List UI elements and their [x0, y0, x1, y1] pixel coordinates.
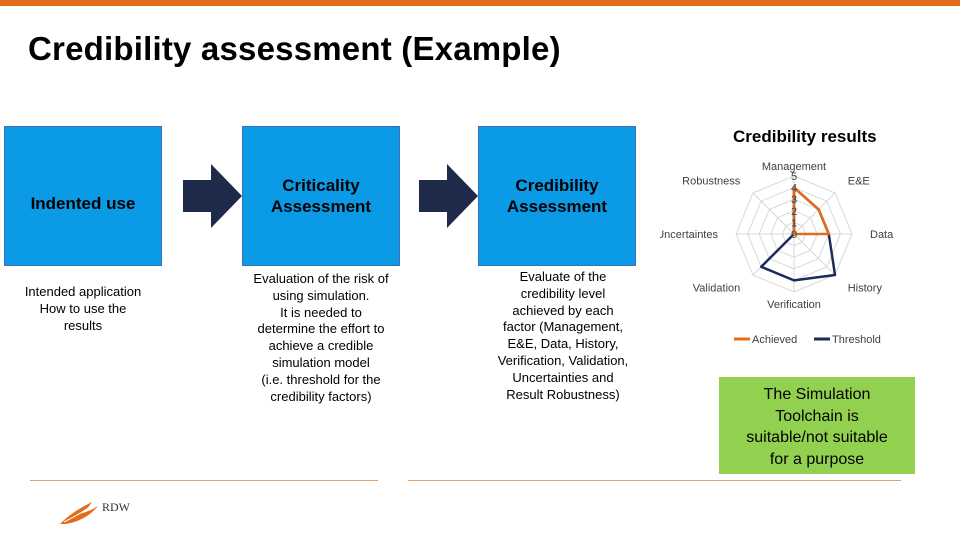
description-line: achieve a credible: [268, 338, 374, 354]
description-line: Evaluation of the risk of: [253, 271, 389, 286]
legend-label: Threshold: [832, 334, 881, 346]
credibility-description: Evaluate of the credibility level achiev…: [478, 269, 648, 403]
conclusion-line: The Simulation: [763, 386, 871, 403]
radar-axis-label: Uncertaintes: [660, 229, 718, 241]
radar-tick-label: 1: [791, 217, 797, 229]
right-arrow-icon: [183, 164, 242, 228]
description-line: credibility level: [520, 285, 606, 301]
radar-spoke: [752, 192, 795, 235]
accent-bar: [0, 0, 960, 6]
description-line: simulation model: [272, 354, 370, 370]
radar-spoke: [793, 233, 836, 276]
description-line: factor (Management,: [503, 319, 623, 335]
description-line: using simulation.: [272, 287, 370, 303]
right-arrow-icon: [419, 164, 478, 228]
radar-title: Credibility results: [733, 127, 877, 146]
description-line: Verification, Validation,: [497, 352, 629, 368]
radar-axis-label: Robustness: [682, 175, 741, 187]
conclusion-box: The Simulation Toolchain is suitable/not…: [719, 377, 915, 474]
conclusion-line: for a purpose: [769, 450, 865, 468]
radar-tick-label: 4: [791, 183, 797, 195]
description-line: credibility factors): [270, 388, 372, 404]
radar-axis-label: Management: [762, 161, 826, 173]
footer-divider: [30, 480, 378, 481]
legend-label: Achieved: [752, 334, 797, 346]
description-line: E&E, Data, History,: [507, 336, 619, 352]
page-title: Credibility assessment (Example): [28, 30, 561, 67]
description-line: achieved by each: [512, 302, 614, 318]
radar-axis-label: E&E: [848, 175, 870, 187]
intended-use-box: Indented use: [4, 126, 162, 266]
description-line: Intended application: [24, 284, 142, 299]
radar-axis-label: History: [848, 283, 883, 295]
radar-axis-label: Validation: [693, 283, 741, 295]
description-line: How to use the: [39, 300, 127, 316]
credibility-assessment-box: Credibility Assessment: [478, 126, 636, 266]
box-label: Indented use: [30, 193, 136, 213]
radar-tick-label: 0: [791, 229, 797, 241]
radar-axis-label: Data: [870, 229, 894, 241]
footer-divider: [408, 480, 901, 481]
description-line: determine the effort to: [257, 321, 385, 337]
radar-legend: Achieved Threshold: [734, 334, 881, 346]
logo-text: RDW: [102, 500, 130, 514]
box-label-line: Criticality: [282, 176, 360, 195]
box-label-line: Credibility: [515, 176, 599, 195]
radar-tick-label: 5: [791, 171, 797, 183]
conclusion-line: Toolchain is: [775, 407, 859, 425]
rdw-logo-icon: [60, 502, 98, 524]
radar-series: [759, 186, 837, 282]
description-line: Evaluate of the: [519, 269, 607, 284]
radar-tick-label: 2: [791, 206, 797, 218]
conclusion-line: suitable/not suitable: [746, 429, 888, 446]
box-label-line: Assessment: [506, 197, 608, 216]
radar-spoke: [793, 192, 836, 235]
radar-tick-label: 3: [791, 194, 797, 206]
radar-series-achieved: [792, 186, 831, 236]
description-line: Result Robustness): [506, 386, 620, 402]
description-line: (i.e. threshold for the: [261, 371, 381, 387]
description-line: results: [63, 317, 103, 333]
intended-use-description: Intended application How to use the resu…: [10, 284, 156, 334]
criticality-description: Evaluation of the risk of using simulati…: [242, 271, 400, 405]
criticality-assessment-box: Criticality Assessment: [242, 126, 400, 266]
radar-axis-label: Verification: [767, 299, 821, 311]
box-label-line: Assessment: [270, 197, 372, 216]
description-line: Uncertainties and: [512, 369, 614, 385]
description-line: It is needed to: [280, 304, 362, 320]
